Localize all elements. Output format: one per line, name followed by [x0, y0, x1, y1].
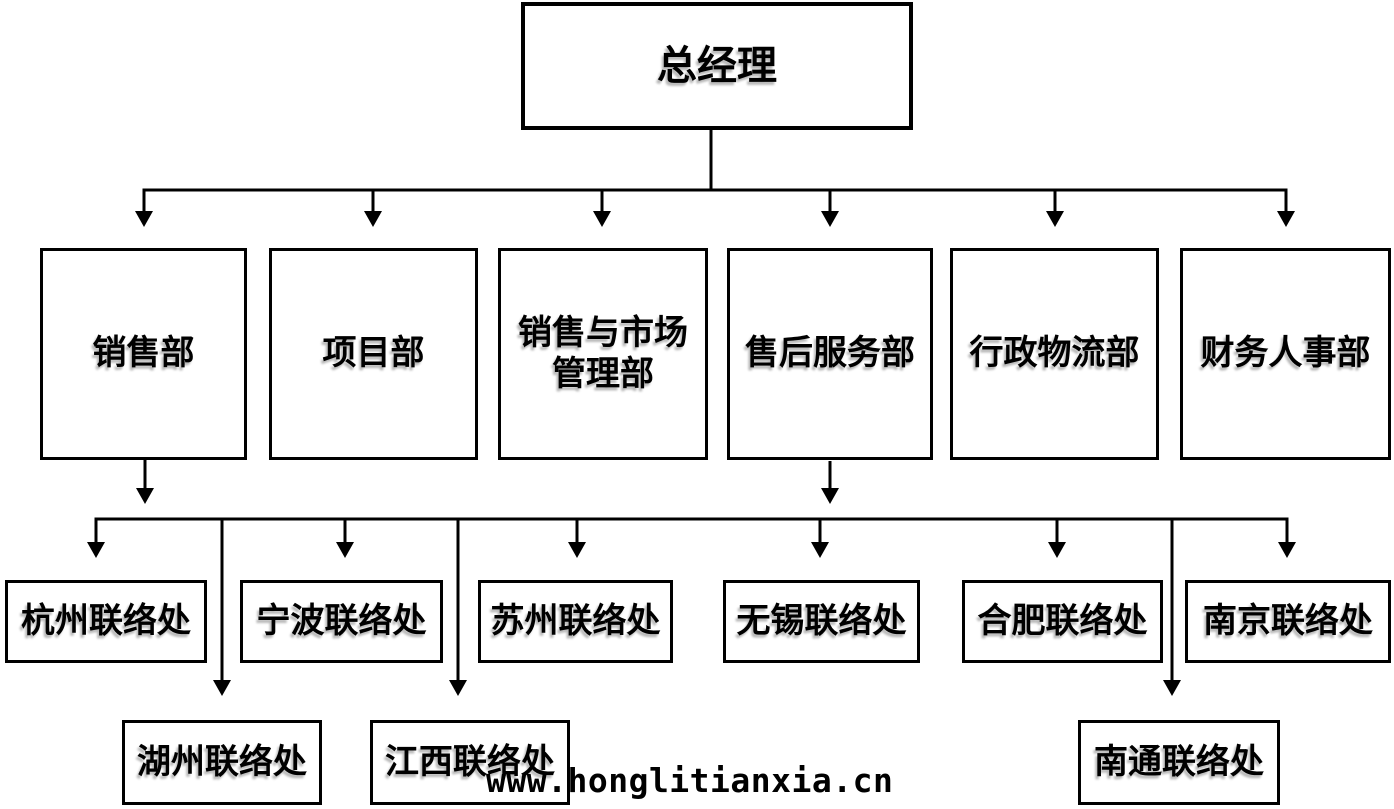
node-label: 售后服务部 — [745, 334, 915, 373]
node-office-hefei: 合肥联络处 — [962, 580, 1163, 663]
node-dept-sales: 销售部 — [40, 248, 247, 460]
node-office-huzhou: 湖州联络处 — [122, 720, 322, 805]
node-office-nanjing: 南京联络处 — [1185, 580, 1391, 663]
node-dept-admin-logistics: 行政物流部 — [950, 248, 1159, 460]
node-general-manager: 总经理 — [521, 2, 913, 130]
node-office-jiangxi: 江西联络处 — [370, 720, 570, 805]
arrow-down-icon — [1048, 542, 1066, 558]
arrow-down-icon — [568, 542, 586, 558]
node-label: 杭州联络处 — [21, 601, 191, 640]
node-label: 苏州联络处 — [490, 601, 661, 640]
arrow-down-icon — [1278, 542, 1296, 558]
arrow-down-icon — [136, 488, 154, 504]
node-office-wuxi: 无锡联络处 — [723, 580, 920, 663]
node-dept-sales-market-mgmt: 销售与市场管理部 — [498, 248, 708, 460]
arrow-down-icon — [821, 211, 839, 227]
node-label: 项目部 — [322, 334, 425, 373]
node-label: 合肥联络处 — [977, 601, 1148, 640]
node-label: 总经理 — [657, 43, 777, 88]
node-label: 财务人事部 — [1200, 334, 1371, 373]
arrow-down-icon — [135, 211, 153, 227]
arrow-down-icon — [213, 680, 231, 696]
node-dept-finance-hr: 财务人事部 — [1180, 248, 1391, 460]
node-dept-project: 项目部 — [269, 248, 478, 460]
arrow-down-icon — [87, 542, 105, 558]
arrow-down-icon — [449, 680, 467, 696]
node-label: 无锡联络处 — [736, 601, 907, 640]
node-label: 行政物流部 — [969, 334, 1140, 373]
node-label: 南京联络处 — [1203, 601, 1373, 640]
node-label: 销售与市场管理部 — [518, 313, 688, 393]
node-office-nantong: 南通联络处 — [1078, 720, 1280, 805]
node-label: 销售部 — [92, 334, 195, 373]
arrow-down-icon — [336, 542, 354, 558]
node-dept-aftersales: 售后服务部 — [727, 248, 933, 460]
arrow-down-icon — [1046, 211, 1064, 227]
arrow-down-icon — [811, 542, 829, 558]
arrow-down-icon — [1277, 211, 1295, 227]
node-office-suzhou: 苏州联络处 — [478, 580, 673, 663]
watermark-text: www.honglitianxia.cn — [486, 761, 894, 800]
node-label: 南通联络处 — [1094, 742, 1264, 781]
node-office-ningbo: 宁波联络处 — [240, 580, 443, 663]
arrow-down-icon — [364, 211, 382, 227]
node-label: 宁波联络处 — [256, 601, 427, 640]
node-label: 江西联络处 — [385, 742, 555, 781]
arrow-down-icon — [593, 211, 611, 227]
arrow-down-icon — [1163, 680, 1181, 696]
arrow-down-icon — [821, 488, 839, 504]
node-label: 湖州联络处 — [137, 742, 307, 781]
node-office-hangzhou: 杭州联络处 — [5, 580, 207, 663]
